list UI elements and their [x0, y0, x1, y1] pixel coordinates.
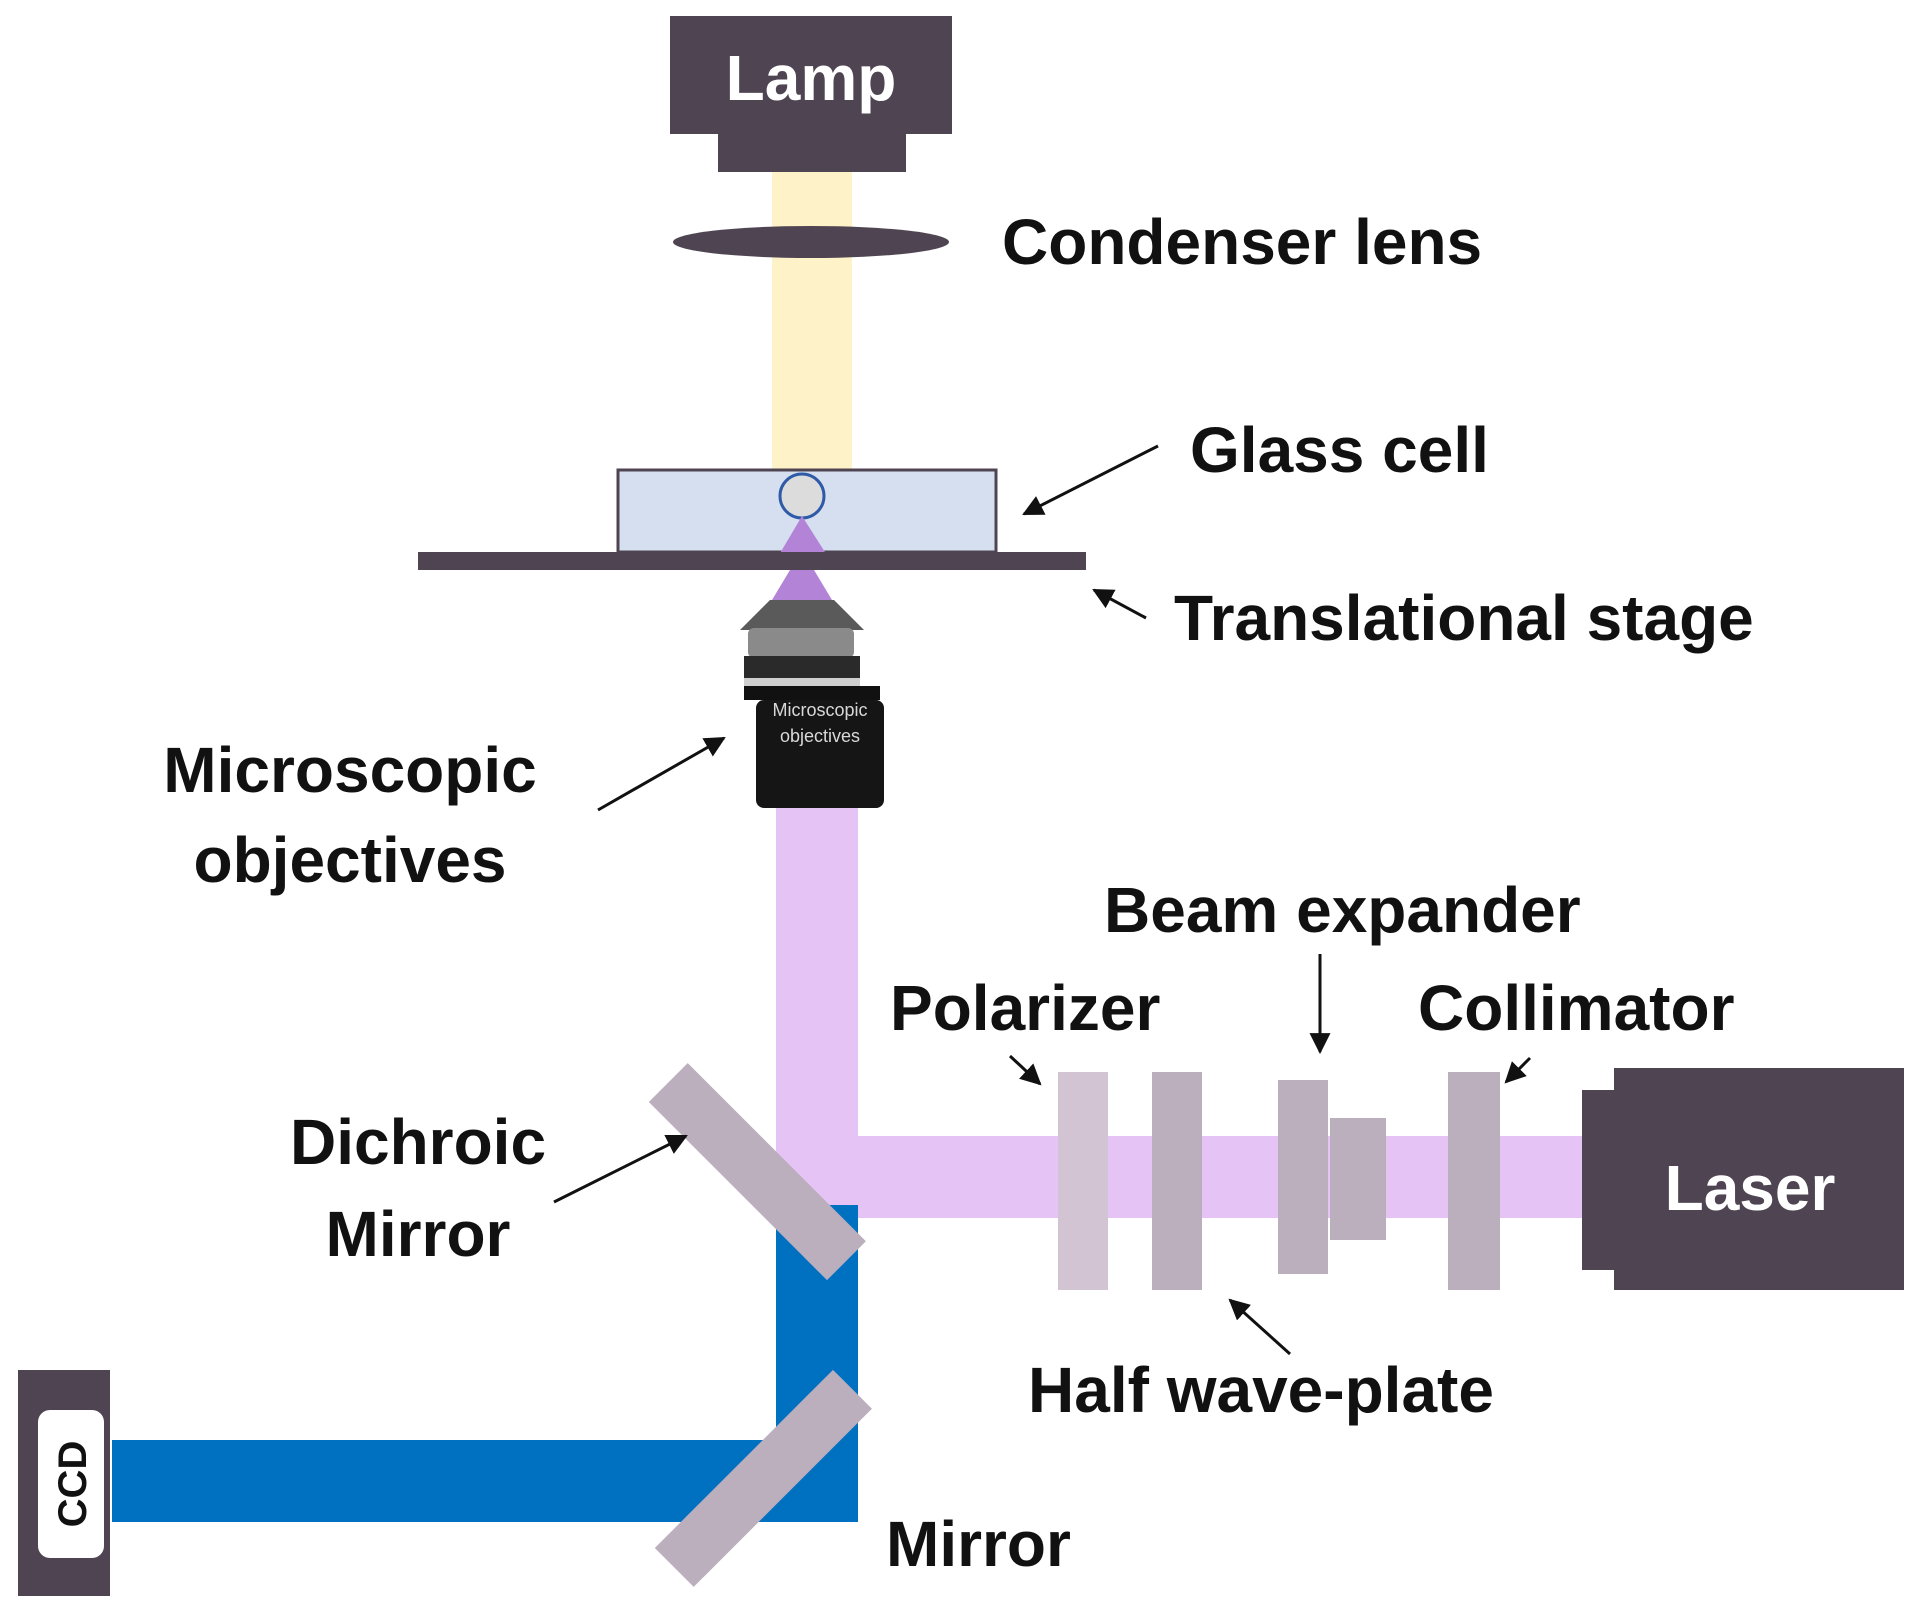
glass-cell-label: Glass cell	[1190, 414, 1489, 486]
laser-label: Laser	[1665, 1152, 1836, 1224]
microscopic-objectives-arrow	[597, 736, 726, 812]
collimator-label: Collimator	[1418, 972, 1734, 1044]
beam-expander	[1278, 1080, 1386, 1274]
microscopic-objectives-label-line-1: Microscopic	[163, 734, 536, 806]
microscopic-objectives-label-line-2: objectives	[193, 824, 506, 896]
mirror-label: Mirror	[886, 1508, 1071, 1580]
half-wave-plate	[1152, 1072, 1202, 1290]
polarizer	[1058, 1072, 1108, 1290]
laser: Laser	[1582, 1068, 1904, 1290]
lamp: Lamp	[670, 16, 952, 172]
objective-print-line-1: Microscopic	[772, 700, 867, 720]
dichroic-mirror-label-line-2: Mirror	[326, 1198, 511, 1270]
lamp-label: Lamp	[726, 42, 897, 114]
lamp-light-beam	[772, 170, 852, 480]
half-wave-plate-arrow	[1228, 1298, 1292, 1356]
dichroic-mirror-label-line-1: Dichroic	[290, 1106, 546, 1178]
collimator-arrow	[1504, 1056, 1532, 1084]
trapped-particle	[778, 472, 826, 520]
collimator	[1448, 1072, 1500, 1290]
dichroic-mirror-arrow	[553, 1134, 688, 1204]
dichroic-mirror	[648, 1063, 866, 1281]
translational-stage	[418, 552, 1086, 570]
mirror	[654, 1369, 872, 1587]
translational-stage-arrow	[1092, 588, 1147, 620]
objective-print-line-2: objectives	[780, 726, 860, 746]
microscope-objective: Microscopic objectives	[740, 570, 884, 808]
condenser-lens	[673, 226, 949, 258]
half-wave-plate-label: Half wave-plate	[1028, 1354, 1494, 1426]
glass-cell-arrow	[1022, 444, 1159, 516]
beam-expander-label: Beam expander	[1104, 874, 1581, 946]
translational-stage-label: Translational stage	[1174, 582, 1754, 654]
ccd-label: CCD	[51, 1441, 95, 1528]
polarizer-label: Polarizer	[890, 972, 1160, 1044]
condenser-lens-label: Condenser lens	[1002, 206, 1482, 278]
polarizer-arrow	[1008, 1054, 1042, 1086]
glass-cell	[616, 468, 998, 560]
focus-cone	[776, 516, 830, 560]
ccd: CCD	[18, 1370, 110, 1596]
